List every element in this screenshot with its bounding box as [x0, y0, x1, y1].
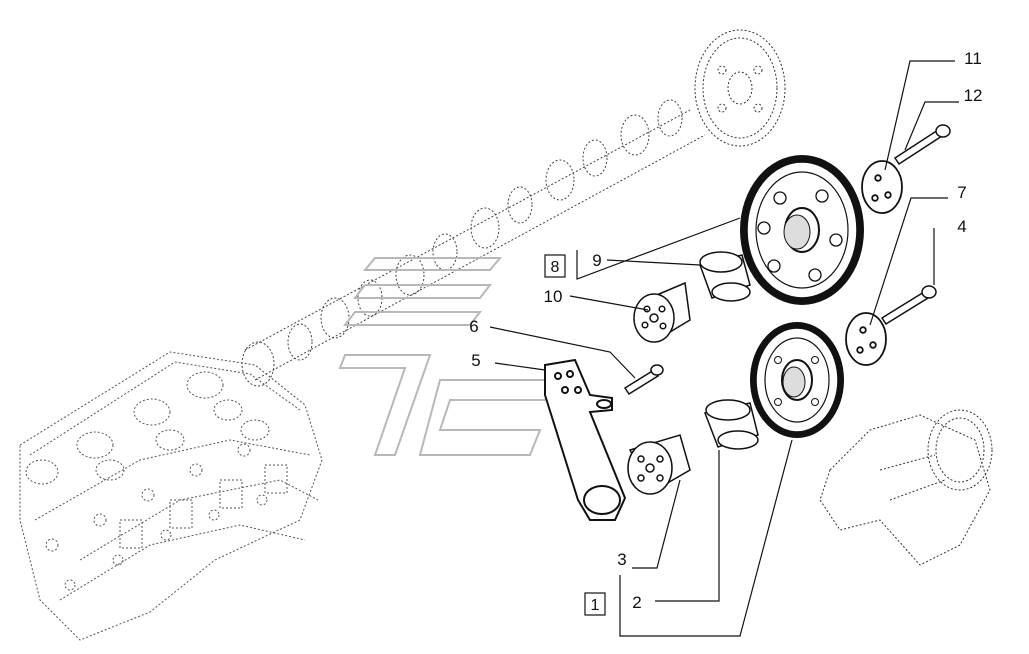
engine-block-ghost [19, 351, 323, 641]
upper-bushing [699, 251, 751, 302]
lower-bushing [703, 399, 759, 450]
callout-label-1: 1 [591, 597, 600, 614]
callout-2: 2 [632, 593, 641, 612]
screw-bracket [623, 364, 664, 396]
callout-label-4: 4 [957, 217, 966, 236]
crankshaft-gear-ghost [819, 409, 993, 566]
screw-upper [893, 124, 951, 166]
callout-label-3: 3 [617, 550, 626, 569]
small-idler-gear [750, 322, 844, 438]
callout-label-5: 5 [471, 351, 480, 370]
support-bracket [544, 358, 627, 521]
callout-11: 11 [964, 49, 982, 68]
lower-hub [627, 434, 691, 495]
callout-label-8: 8 [551, 259, 560, 276]
callout-label-12: 12 [964, 86, 983, 105]
callout-8: 8 [544, 254, 566, 278]
callout-7: 7 [957, 183, 966, 202]
watermark-logo [338, 257, 562, 456]
large-idler-gear [740, 155, 864, 305]
callout-12: 12 [964, 86, 983, 105]
callout-1: 1 [584, 592, 606, 616]
callout-10: 10 [544, 287, 563, 306]
leader-lines [489, 60, 959, 637]
camshaft-ghost [241, 99, 706, 387]
thrust-washer-upper [861, 160, 903, 214]
screw-lower [880, 285, 937, 326]
callout-label-9: 9 [592, 251, 601, 270]
callout-label-10: 10 [544, 287, 563, 306]
callout-6: 6 [469, 317, 478, 336]
camshaft-gear-ghost [694, 29, 786, 147]
callout-4: 4 [957, 217, 966, 236]
callout-9: 9 [592, 251, 601, 270]
callout-label-11: 11 [964, 49, 982, 68]
callout-label-2: 2 [632, 593, 641, 612]
callout-3: 3 [617, 550, 626, 569]
callout-5: 5 [471, 351, 480, 370]
callout-label-7: 7 [957, 183, 966, 202]
thrust-washer-lower [845, 312, 887, 366]
callout-label-6: 6 [469, 317, 478, 336]
upper-hub [633, 281, 691, 343]
